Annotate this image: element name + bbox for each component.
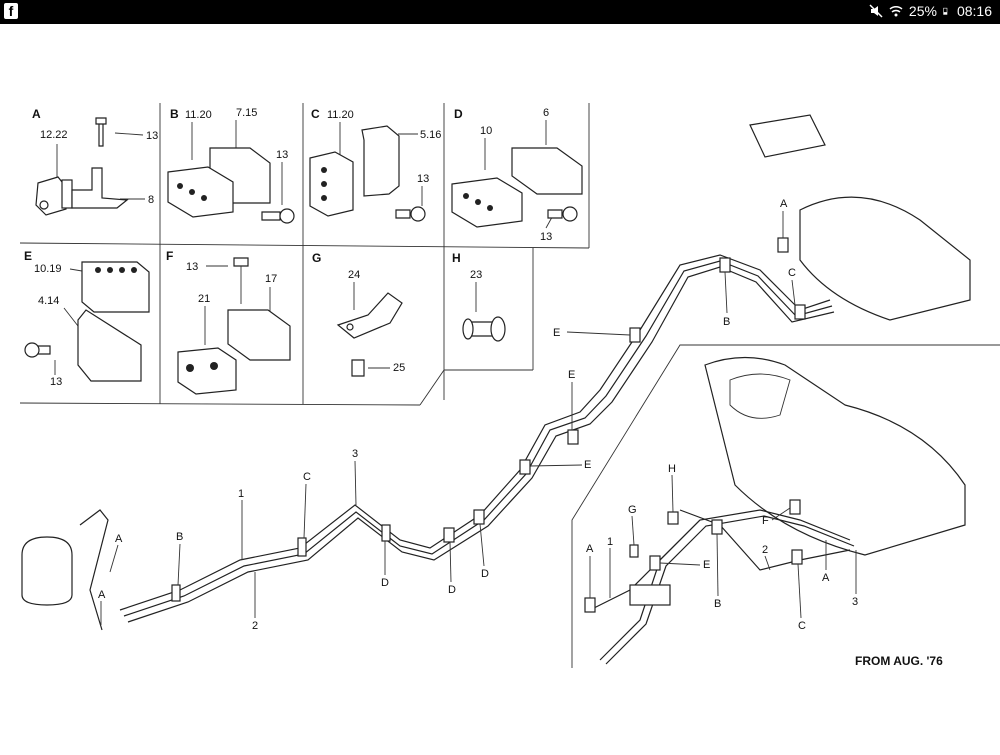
callout: 23 [470,269,482,281]
label: C [303,471,311,483]
callout: 21 [198,293,210,305]
panel-b: B 11.20 7.15 13 [167,107,295,224]
panel-d: D 10 6 13 [451,107,583,243]
panel-a: A 12.22 13 8 [32,107,158,216]
canister-part [21,536,73,606]
callout: 13 [276,149,288,161]
parts-diagram: A 12.22 13 8 B 11.20 7.15 13 C 11.20 5.1… [19,103,1000,668]
panel-letter: B [170,107,179,121]
panel-letter: A [32,107,41,121]
callout: 8 [148,194,154,206]
panel-h: H 23 [452,251,506,342]
label: E [703,559,710,571]
panel-g: G 24 25 [312,251,405,377]
label: A [822,572,830,584]
callout: 6 [543,107,549,119]
label: C [788,267,796,279]
callout: 12.22 [40,129,68,141]
label: C [798,620,806,632]
callout: 10.19 [34,263,62,275]
panel-letter: H [452,251,461,265]
callout: 5.16 [420,129,441,141]
parts-grid [19,103,590,406]
inset-diagram [571,344,1000,668]
inset-fuel-tank [704,356,966,556]
callout: 13 [186,261,198,273]
panel-letter: F [166,249,173,263]
label: A [98,589,106,601]
label: E [553,327,560,339]
diagram-canvas: A 12.22 13 8 B 11.20 7.15 13 C 11.20 5.1… [0,24,1000,750]
label: D [448,584,456,596]
main-labels: A A B 1 2 C 3 D D D E E E B C A [98,198,796,632]
label: D [481,568,489,580]
label: A [586,543,594,555]
panel-letter: G [312,251,321,265]
callout: 10 [480,125,492,137]
panel-f: F 13 17 21 [166,249,291,395]
label: 2 [252,620,258,632]
label: E [584,459,591,471]
label: G [628,504,637,516]
callout: 13 [50,376,62,388]
callout: 25 [393,362,405,374]
panel-c: C 11.20 5.16 13 [309,107,441,222]
callout: 13 [146,130,158,142]
label: A [115,533,123,545]
status-bar: f 25% 08:16 [0,0,1000,24]
callout: 11.20 [327,109,354,121]
label: H [668,463,676,475]
label: A [780,198,788,210]
main-pipe-route [21,114,971,631]
label: F [762,515,769,527]
battery-percent: 25% [908,3,937,19]
inset-labels: H G A 1 E B 2 F A 3 C [586,463,858,632]
label: B [714,598,721,610]
callout: 13 [540,231,552,243]
label: 1 [238,488,244,500]
callout: 24 [348,269,360,281]
status-icons: 25% 08:16 [869,3,992,19]
insulator-part [81,261,150,313]
callout: 4.14 [38,295,59,307]
label: D [381,577,389,589]
label: 3 [352,448,358,460]
panel-letter: D [454,107,463,121]
date-note: FROM AUG. '76 [855,654,943,668]
label: 3 [852,596,858,608]
callout: 17 [265,273,277,285]
callout: 13 [417,173,429,185]
callout: 11.20 [185,109,212,121]
facebook-icon[interactable]: f [4,3,18,19]
panel-letter: C [311,107,320,121]
clock: 08:16 [956,3,992,19]
label: 2 [762,544,768,556]
panel-letter: E [24,249,32,263]
fuel-tank-part [749,114,826,158]
bolt-part [95,117,107,147]
panel-e: E 10.19 4.14 13 [24,249,150,388]
label: E [568,369,575,381]
label: B [176,531,183,543]
label: B [723,316,730,328]
label: 1 [607,536,613,548]
wifi-icon [889,5,903,17]
callout: 7.15 [236,107,257,119]
battery-icon [943,7,948,15]
mute-icon [869,4,883,18]
